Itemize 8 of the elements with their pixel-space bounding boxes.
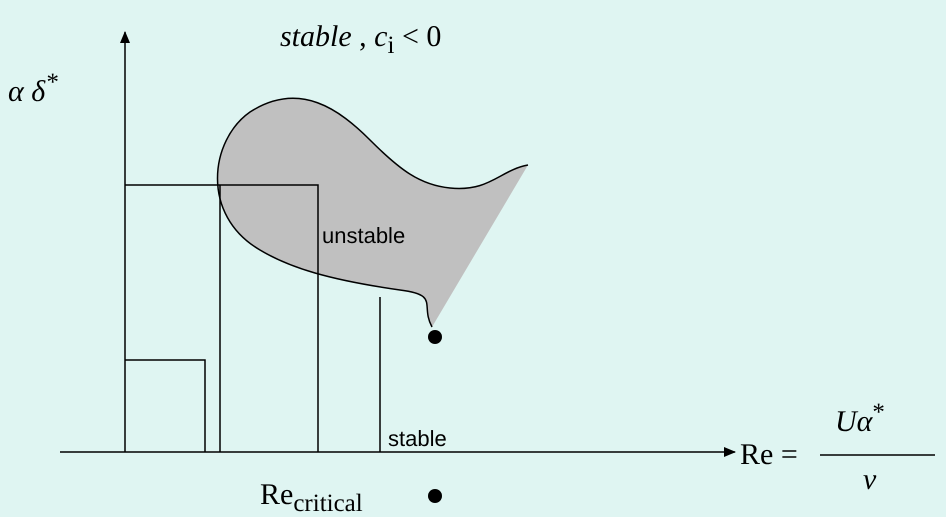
region-label: stable , c$_{i}$ < 0 [280, 22, 442, 58]
axis-label: Re$_{critical}$ [260, 480, 363, 516]
axis-label: α δ$^{*}$ [8, 70, 58, 107]
region-label: unstable [322, 225, 406, 247]
denominator-text: ν [863, 465, 876, 495]
numerator-text: Uα$^{*}$ [835, 400, 885, 437]
region-label: stable [388, 428, 447, 450]
axis-label: Re = [740, 440, 798, 470]
